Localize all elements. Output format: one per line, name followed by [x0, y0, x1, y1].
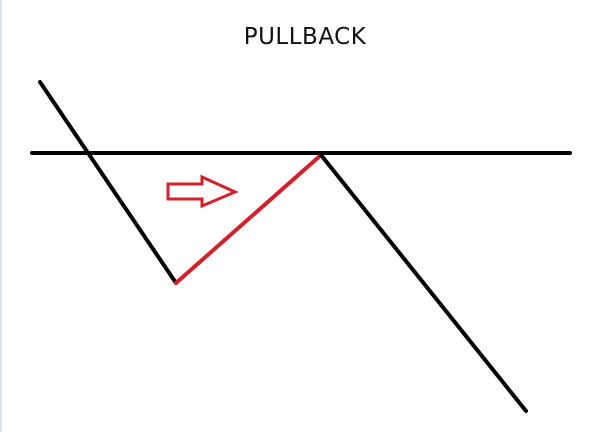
continuation-down-leg-line	[319, 153, 528, 413]
first-down-leg-line	[38, 80, 178, 285]
window-edge	[0, 0, 2, 432]
diagram-title: PULLBACK	[243, 24, 367, 50]
pullback-leg-line	[174, 153, 323, 285]
right-arrow-outline-icon	[166, 174, 239, 209]
